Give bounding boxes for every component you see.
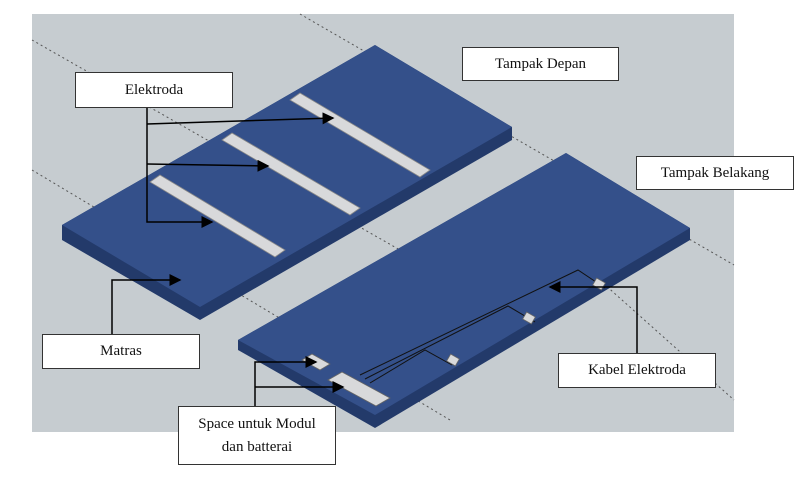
label-text: Elektroda bbox=[124, 81, 184, 98]
front-mat bbox=[62, 45, 512, 320]
electrode-strips bbox=[149, 92, 431, 258]
label-text: Kabel Elektroda bbox=[588, 362, 686, 379]
label-matras: Matras bbox=[42, 334, 200, 369]
callout-lines bbox=[111, 108, 638, 406]
label-text: Space untuk Modul bbox=[198, 416, 316, 432]
label-elektroda: Elektroda bbox=[75, 72, 233, 108]
label-text: Tampak Belakang bbox=[660, 164, 770, 181]
label-kabel-elektroda: Kabel Elektroda bbox=[558, 353, 716, 388]
label-text: Tampak Depan bbox=[495, 55, 586, 72]
label-tampak-depan: Tampak Depan bbox=[462, 47, 619, 81]
label-text: dan batterai bbox=[221, 438, 293, 455]
cable-connectors bbox=[446, 277, 606, 367]
label-tampak-belakang: Tampak Belakang bbox=[636, 156, 794, 190]
label-text: Matras bbox=[100, 343, 142, 360]
label-space-modul: Space untuk Modul dan batterai bbox=[178, 406, 336, 465]
